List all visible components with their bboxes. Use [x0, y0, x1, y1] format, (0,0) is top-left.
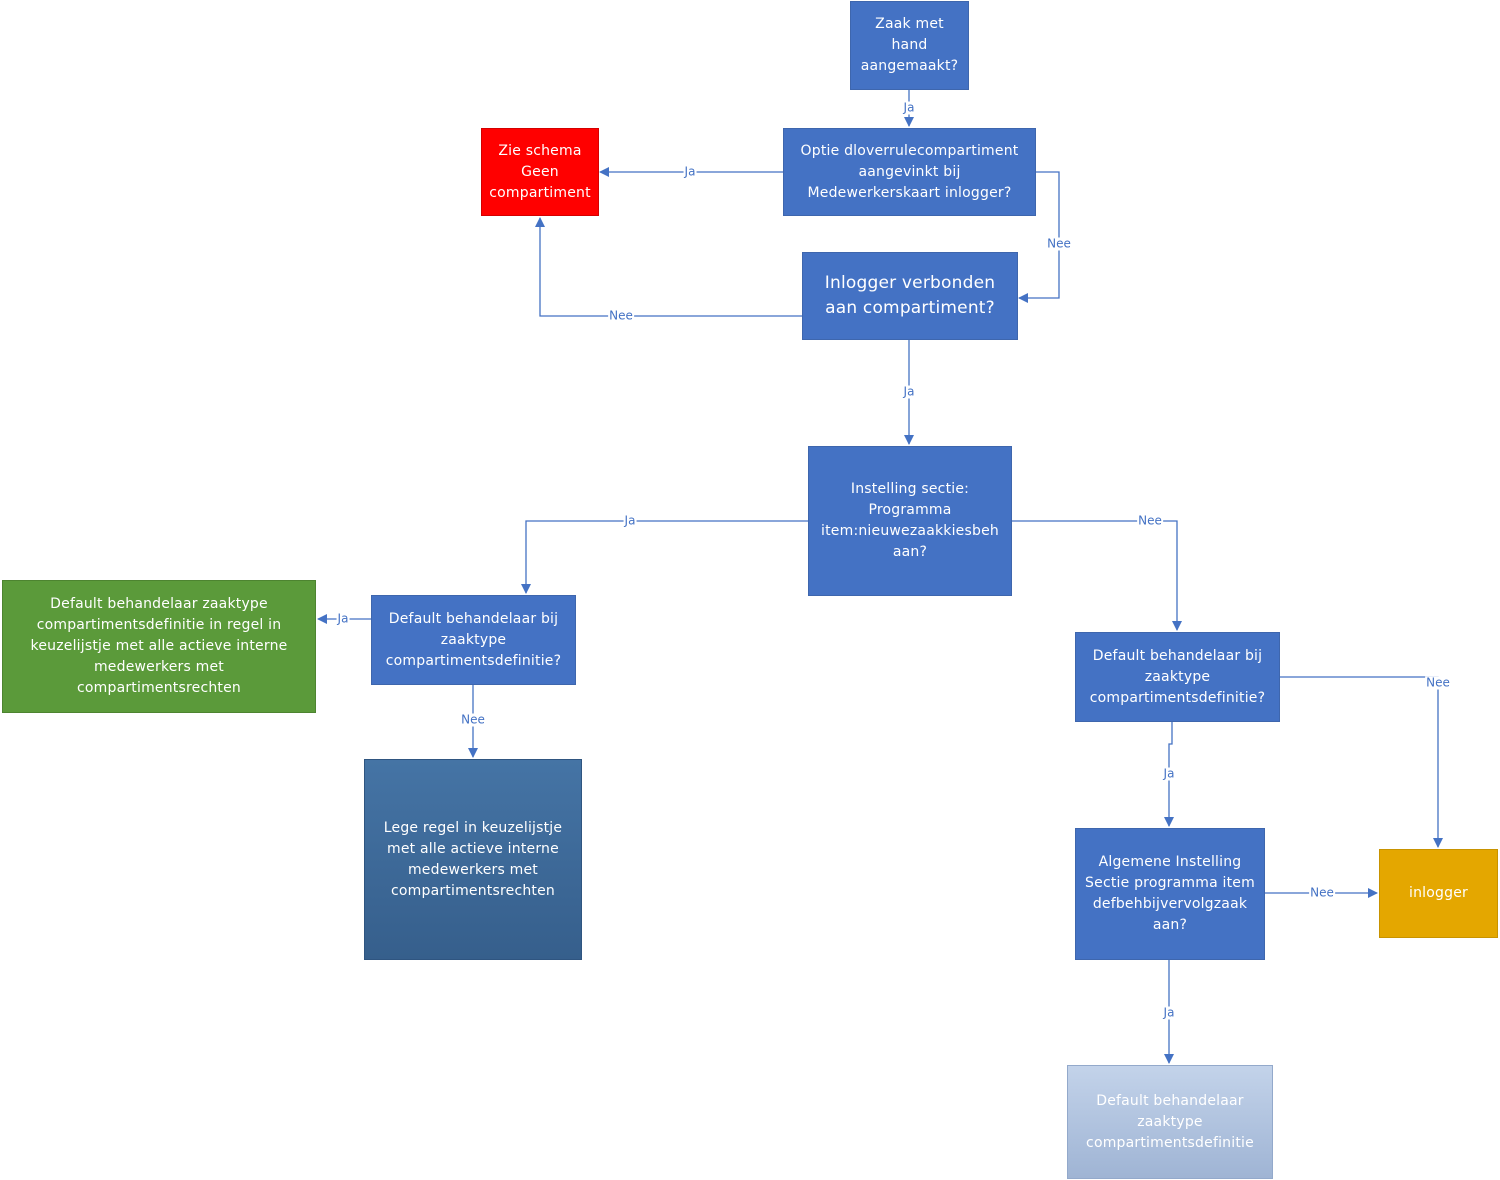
edge-label-nee: Nee [608, 308, 634, 323]
edge-label-nee: Nee [460, 712, 486, 727]
edge-default-right-to-inlogger [1280, 676, 1443, 848]
node-inlogger-verbonden: Inlogger verbonden aan compartiment? [802, 252, 1018, 340]
node-default-final: Default behandelaar zaaktype compartimen… [1067, 1065, 1273, 1179]
edge-instelling-to-default-right [1012, 520, 1182, 631]
edge-label-nee: Nee [1046, 236, 1072, 251]
edge-label-ja: Ja [902, 384, 916, 399]
node-zie-schema: Zie schema Geen compartiment [481, 128, 599, 216]
node-optie-dloverrule: Optie dloverrulecompartiment aangevinkt … [783, 128, 1036, 216]
node-zaak-met-hand: Zaak met hand aangemaakt? [850, 1, 969, 90]
edge-label-ja: Ja [336, 611, 350, 626]
node-instelling-sectie: Instelling sectie: Programma item:nieuwe… [808, 446, 1012, 596]
edge-instelling-to-default-left [521, 520, 808, 594]
edge-label-ja: Ja [1162, 1005, 1176, 1020]
node-algemene-instelling: Algemene Instelling Sectie programma ite… [1075, 828, 1265, 960]
node-lege-regel: Lege regel in keuzelijstje met alle acti… [364, 759, 582, 960]
edge-optie-to-inlogger-verbonden [1018, 171, 1060, 303]
edge-label-ja: Ja [1162, 766, 1176, 781]
node-default-bij-left: Default behandelaar bij zaaktype compart… [371, 595, 576, 685]
edge-inlogger-verbonden-to-zie-schema [535, 217, 802, 317]
edge-label-ja: Ja [683, 164, 697, 179]
node-inlogger: inlogger [1379, 849, 1498, 938]
node-default-green: Default behandelaar zaaktype compartimen… [2, 580, 316, 713]
edge-label-nee: Nee [1425, 675, 1451, 690]
edge-label-nee: Nee [1137, 513, 1163, 528]
edge-label-nee: Nee [1309, 885, 1335, 900]
node-default-bij-right: Default behandelaar bij zaaktype compart… [1075, 632, 1280, 722]
edge-label-ja: Ja [623, 513, 637, 528]
edge-label-ja: Ja [902, 100, 916, 115]
edge-default-right-to-algemene [1164, 722, 1174, 827]
